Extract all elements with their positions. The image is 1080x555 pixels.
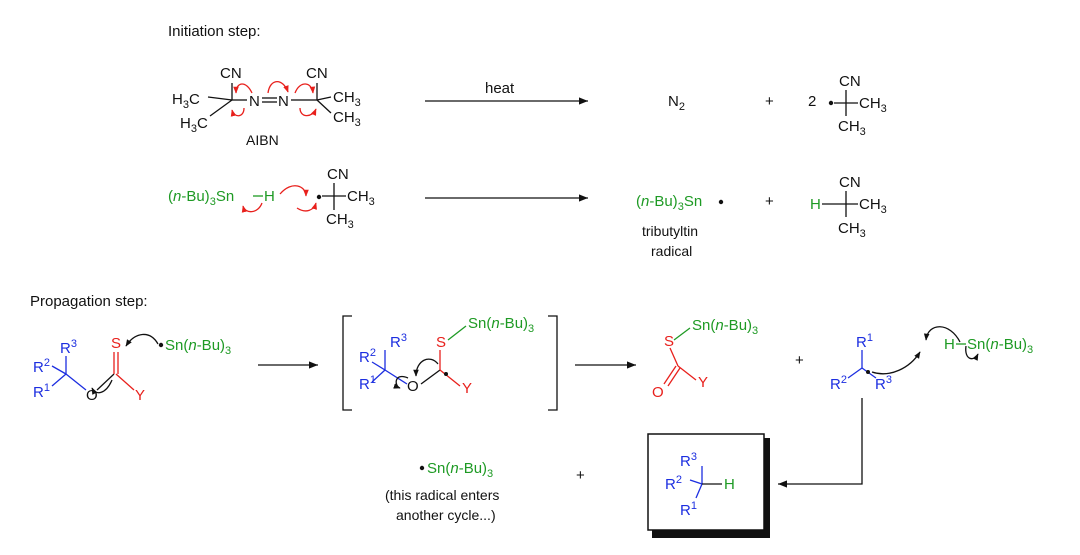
plus-3: + — [795, 352, 804, 369]
radical-dot-2 — [316, 194, 322, 200]
tributyltin-label-1: tributyltin — [642, 223, 698, 239]
attacking-tin-radical: Sn(n-Bu)3 — [165, 337, 231, 357]
product-s: S — [664, 333, 674, 350]
xanthate-s: S — [111, 335, 121, 352]
carbon-radical-dot — [866, 370, 870, 374]
aibn-electron-arrows — [230, 80, 317, 117]
regenerated-tin-radical: Sn(n-Bu)3 — [427, 460, 493, 480]
xanthate-r1: R1 — [33, 382, 50, 401]
isobutyronitrile-h: H — [810, 196, 821, 213]
product-sn-group: Sn(n-Bu)3 — [692, 317, 758, 337]
aibn-ch3-right-top: CH3 — [333, 89, 361, 109]
alkane-r2: R2 — [665, 474, 682, 493]
xanthate-r3: R3 — [60, 338, 77, 357]
aibn-cn-left: CN — [220, 65, 242, 82]
hat-electron-arrows — [871, 326, 979, 375]
radical-2-cn: CN — [327, 166, 349, 183]
radical-2-ch3-right: CH3 — [347, 188, 375, 208]
aibn-h3c-top: H3C — [172, 91, 200, 111]
carbon-radical-r2: R2 — [830, 374, 847, 393]
tin-radical-dot — [718, 199, 724, 205]
propagation-title: Propagation step: — [30, 293, 148, 310]
xanthate-electron-arrows — [91, 333, 159, 395]
aibn-n-right: N — [278, 93, 289, 110]
intermediate-r1: R1 — [359, 374, 376, 393]
hydride-h: H — [264, 188, 275, 205]
n2-product: N2 — [668, 93, 685, 113]
initiation-title: Initiation step: — [168, 23, 261, 40]
carbon-radical — [847, 350, 877, 379]
intermediate-electron-arrows — [393, 358, 439, 389]
carbon-radical-r3: R3 — [875, 374, 892, 393]
product-arrow — [778, 398, 863, 488]
aibn-label: AIBN — [246, 132, 279, 148]
alkane-r3: R3 — [680, 451, 697, 470]
bracket-left — [342, 315, 352, 411]
isobutyronitrile-cn: CN — [839, 174, 861, 191]
intermediate-y: Y — [462, 380, 472, 397]
hydride-h-2: H — [944, 336, 955, 353]
intermediate-s: S — [436, 334, 446, 351]
intermediate-r3: R3 — [390, 332, 407, 351]
aibn-h3c-bottom: H3C — [180, 115, 208, 135]
isobutyronitrile-ch3-right: CH3 — [859, 196, 887, 216]
plus-2: + — [765, 193, 774, 210]
product-o: O — [652, 384, 664, 401]
radical-1-cn: CN — [839, 73, 861, 90]
regenerated-tin-radical-dot — [419, 465, 425, 471]
heat-label: heat — [485, 80, 515, 97]
tributyltin-radical: (n-Bu)3Sn — [636, 193, 702, 213]
carbon-radical-r1: R1 — [856, 332, 873, 351]
aibn-n-left: N — [249, 93, 260, 110]
isobutyronitrile — [822, 191, 858, 217]
xanthate-r2: R2 — [33, 357, 50, 376]
tin-hydride-group: Sn(n-Bu)3 — [967, 336, 1033, 356]
plus-4: + — [576, 467, 585, 484]
alkane-product — [689, 466, 722, 499]
cyanopropyl-radical-1 — [834, 90, 858, 116]
product-box — [647, 433, 765, 531]
bracket-right — [548, 315, 558, 411]
product-y: Y — [698, 374, 708, 391]
xanthate-y: Y — [135, 387, 145, 404]
alkane-r1: R1 — [680, 500, 697, 519]
cycle-note-2: another cycle...) — [396, 507, 496, 523]
radical-1-ch3-bottom: CH3 — [838, 118, 866, 138]
tributyltin-hydride: (n-Bu)3Sn — [168, 188, 234, 208]
alkane-h: H — [724, 476, 735, 493]
aibn-ch3-right-bottom: CH3 — [333, 109, 361, 129]
tributyltin-label-2: radical — [651, 243, 692, 259]
radical-2-ch3-bottom: CH3 — [326, 211, 354, 231]
tin-thiocarbonate — [663, 327, 697, 387]
xanthate-o: O — [86, 387, 98, 404]
attacking-tin-radical-dot — [158, 342, 164, 348]
sn-h-electron-arrows — [241, 185, 317, 213]
radical-intermediate — [371, 325, 467, 387]
isobutyronitrile-ch3-bottom: CH3 — [838, 220, 866, 240]
aibn-molecule — [207, 83, 332, 117]
intermediate-radical-dot — [444, 372, 448, 376]
intermediate-o: O — [407, 378, 419, 395]
radical-1-ch3-right: CH3 — [859, 95, 887, 115]
intermediate-sn-group: Sn(n-Bu)3 — [468, 315, 534, 335]
coefficient-2: 2 — [808, 93, 816, 110]
aibn-cn-right: CN — [306, 65, 328, 82]
cyanopropyl-radical-2 — [322, 183, 346, 210]
cycle-note-1: (this radical enters — [385, 487, 499, 503]
intermediate-r2: R2 — [359, 347, 376, 366]
xanthate-ester — [51, 352, 135, 391]
radical-dot-1 — [828, 100, 834, 106]
plus-1: + — [765, 93, 774, 110]
